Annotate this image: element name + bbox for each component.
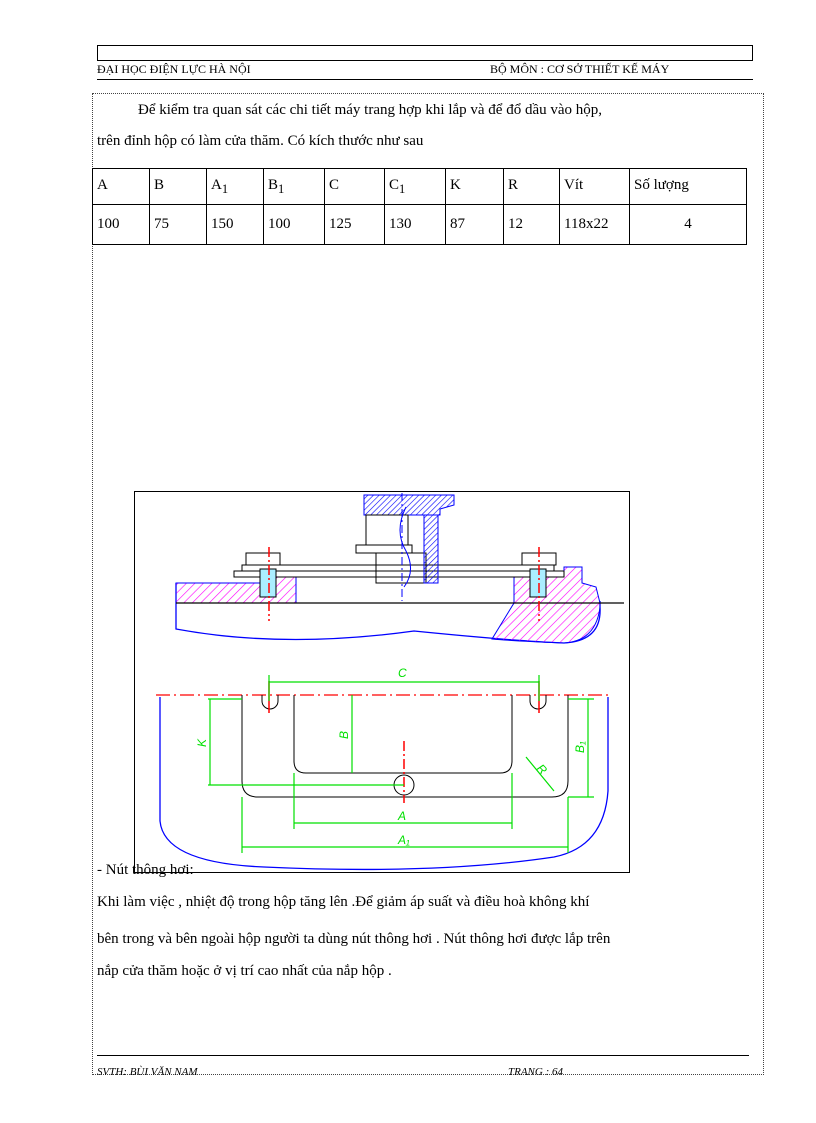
table-header-cell: Số lượng [629,168,747,205]
plan-view [156,681,612,871]
dim-label-k: K [195,738,209,747]
table-row: 100 75 150 100 125 130 87 12 118x22 4 [92,204,747,245]
table-header-cell: R [503,168,560,205]
drawing-frame [134,491,630,873]
vent-cap [363,494,455,516]
right-bolt [529,568,547,598]
dim-label-a: A [397,809,406,823]
header-rule [97,79,753,80]
table-header-cell: K [445,168,504,205]
housing-plan-outline [159,697,609,871]
dimension-lines [208,675,594,853]
table-header-cell: C1 [384,168,446,205]
header-department: BỘ MÔN : CƠ SỞ THIẾT KẾ MÁY [490,62,670,76]
table-cell: 100 [92,204,150,245]
right-wall-section [491,566,601,644]
gasket [233,570,565,578]
dim-label-a1: A₁ [397,833,410,847]
table-header-row: A B A1 B1 C C1 K R Vít Số lượng [92,168,747,205]
table-cell: 150 [206,204,264,245]
vent-heading: - Nút thông hơi: [97,862,194,878]
table-header-cell: Vít [559,168,630,205]
left-bolt [259,568,277,598]
vent-plug-thread [375,552,427,584]
footer-page: TRANG : 64 [508,1066,563,1078]
cover-outline [241,695,569,798]
table-cell: 125 [324,204,385,245]
vent-line-2: bên trong và bên ngoài hộp người ta dùng… [97,931,611,947]
intro-line-2: trên đỉnh hộp có làm cửa thăm. Có kích t… [97,133,424,149]
table-cell: 130 [384,204,446,245]
dim-label-c: C [398,666,407,680]
vent-plug-sleeve [423,514,439,584]
opening-outline [293,695,513,774]
header-box [97,45,753,61]
left-wall-section [175,576,297,604]
table-cell: 87 [445,204,504,245]
table-header-cell: A [92,168,150,205]
table-cell: 75 [149,204,207,245]
content-frame [92,93,764,1075]
table-cell: 100 [263,204,325,245]
footer-rule [97,1055,749,1056]
dim-r-line [525,756,555,792]
vent-line-3: nắp cửa thăm hoặc ở vị trí cao nhất của … [97,963,392,979]
table-cell: 12 [503,204,560,245]
section-view [175,493,624,644]
table-cell: 118x22 [559,204,630,245]
table-header-cell: B [149,168,207,205]
break-line [399,506,411,588]
right-bolt-slot [529,695,547,710]
dim-label-b: B [337,731,351,739]
left-bolt-slot [261,695,279,710]
table-header-cell: A1 [206,168,264,205]
housing-outline [175,583,601,644]
vent-line-1: Khi làm việc , nhiệt độ trong hộp tăng l… [97,894,590,910]
footer-student: SVTH: BÙI VĂN NAM [97,1066,198,1078]
inspection-door-drawing: C B K R B₁ A A₁ [134,491,630,873]
cover-plate [241,564,555,572]
dimension-table: A B A1 B1 C C1 K R Vít Số lượng 100 75 1… [92,168,747,245]
left-bolt-head [245,552,281,566]
intro-line-1: Để kiểm tra quan sát các chi tiết máy tr… [138,102,603,118]
header-university: ĐẠI HỌC ĐIỆN LỰC HÀ NỘI [97,62,251,76]
dim-label-r: R [534,761,550,777]
dim-label-b1: B₁ [573,741,587,753]
table-header-cell: C [324,168,385,205]
table-header-cell: B1 [263,168,325,205]
table-cell: 4 [629,204,747,245]
